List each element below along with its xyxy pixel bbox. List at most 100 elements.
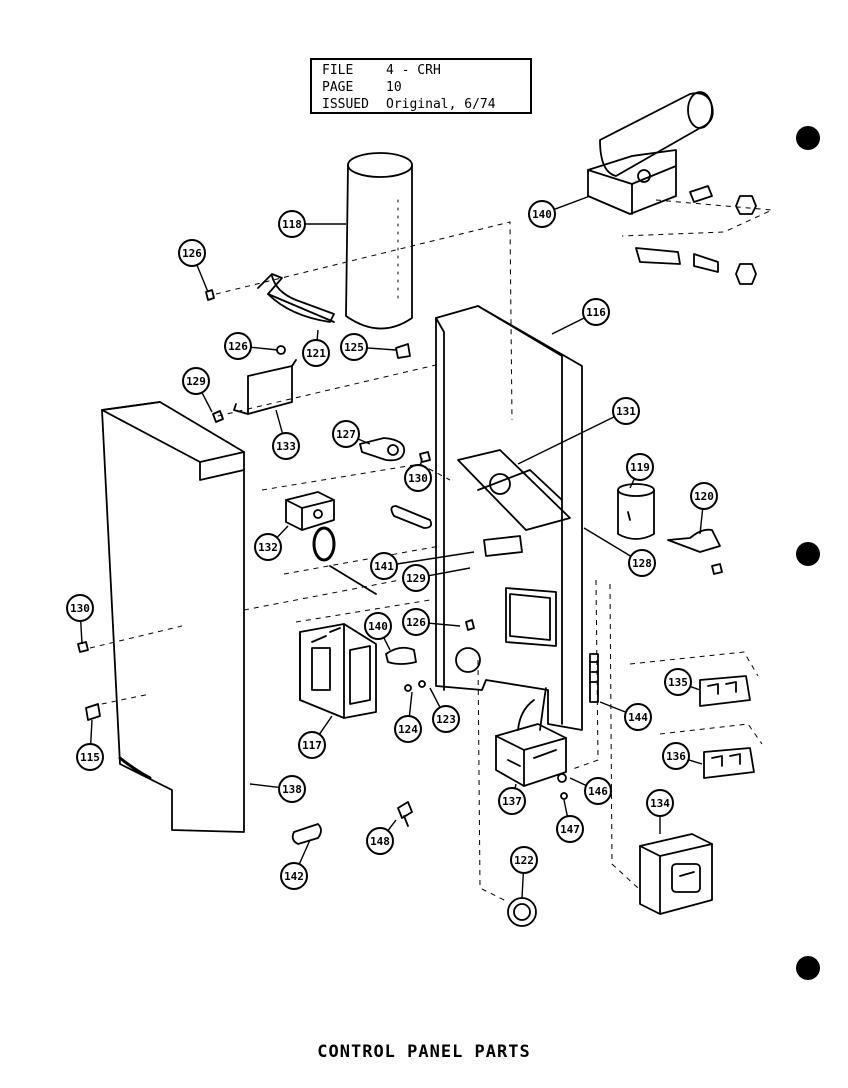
callout-circle bbox=[404, 464, 432, 492]
callout-circle bbox=[280, 862, 308, 890]
callout-131: 131 bbox=[612, 397, 640, 425]
callout-circle bbox=[364, 612, 392, 640]
callout-circle bbox=[402, 564, 430, 592]
contactor-part bbox=[299, 623, 377, 719]
plug-part bbox=[85, 703, 101, 721]
leader-line bbox=[383, 637, 391, 651]
callout-label: 119 bbox=[630, 461, 650, 474]
callout-119: 119 bbox=[626, 453, 654, 481]
file-label: FILE bbox=[322, 63, 354, 78]
callout-label: 147 bbox=[560, 823, 580, 836]
callout-130: 130 bbox=[66, 594, 94, 622]
callout-label: 138 bbox=[282, 783, 302, 796]
leader-line bbox=[563, 799, 569, 817]
callout-label: 115 bbox=[80, 751, 100, 764]
leader-line bbox=[275, 409, 284, 434]
leader-line bbox=[357, 438, 371, 445]
callout-label: 141 bbox=[374, 560, 394, 573]
small-bracket-part bbox=[233, 359, 297, 415]
leader-line bbox=[569, 777, 587, 787]
timer-part bbox=[639, 833, 713, 915]
callout-label: 129 bbox=[186, 375, 206, 388]
callout-circle bbox=[178, 239, 206, 267]
issued-value: Original, 6/74 bbox=[386, 97, 496, 112]
callout-circle bbox=[278, 775, 306, 803]
callout-141: 141 bbox=[370, 552, 398, 580]
oval-duct-part bbox=[345, 152, 413, 330]
callout-label: 121 bbox=[306, 347, 326, 360]
callout-144: 144 bbox=[624, 703, 652, 731]
leader-line bbox=[396, 551, 475, 565]
callout-circle bbox=[302, 339, 330, 367]
callout-label: 118 bbox=[282, 218, 302, 231]
terminal-block-136 bbox=[703, 747, 755, 779]
callout-circle bbox=[366, 827, 394, 855]
callout-116: 116 bbox=[582, 298, 610, 326]
callout-circle bbox=[254, 533, 282, 561]
leader-line bbox=[517, 416, 615, 465]
callout-134: 134 bbox=[646, 789, 674, 817]
callout-142: 142 bbox=[280, 862, 308, 890]
callout-148: 148 bbox=[366, 827, 394, 855]
leader-line bbox=[90, 719, 93, 745]
callout-label: 140 bbox=[532, 208, 552, 221]
leader-line bbox=[688, 759, 703, 765]
cross-bracket-part bbox=[457, 449, 571, 557]
gasket-part bbox=[390, 505, 433, 529]
callout-label: 134 bbox=[650, 797, 670, 810]
callout-138: 138 bbox=[278, 775, 306, 803]
callout-128: 128 bbox=[628, 549, 656, 577]
callout-circle bbox=[626, 453, 654, 481]
callout-label: 123 bbox=[436, 713, 456, 726]
page-value: 10 bbox=[386, 80, 402, 95]
terminal-block-135 bbox=[699, 675, 751, 707]
callout-label: 126 bbox=[406, 616, 426, 629]
callout-129: 129 bbox=[182, 367, 210, 395]
callout-circle bbox=[272, 432, 300, 460]
capacitor-part bbox=[617, 483, 655, 540]
callout-120: 120 bbox=[690, 482, 718, 510]
bracket-part bbox=[257, 273, 335, 323]
callout-label: 126 bbox=[228, 340, 248, 353]
leader-line bbox=[699, 508, 704, 535]
callout-140: 140 bbox=[364, 612, 392, 640]
callout-label: 124 bbox=[398, 723, 418, 736]
clip-part bbox=[385, 646, 417, 665]
callout-136: 136 bbox=[662, 742, 690, 770]
leader-line bbox=[408, 691, 413, 717]
motor-assembly-part bbox=[587, 91, 757, 285]
callout-circle bbox=[624, 703, 652, 731]
callout-label: 116 bbox=[586, 306, 606, 319]
issued-label: ISSUED bbox=[322, 97, 369, 112]
callout-circle bbox=[298, 731, 326, 759]
callout-circle bbox=[582, 298, 610, 326]
callout-circle bbox=[690, 482, 718, 510]
leader-line bbox=[428, 622, 461, 627]
leader-lines bbox=[80, 195, 704, 899]
callout-label: 125 bbox=[344, 341, 364, 354]
leader-line bbox=[553, 195, 591, 211]
leader-line bbox=[551, 317, 585, 335]
callout-126: 126 bbox=[224, 332, 252, 360]
leader-line bbox=[387, 819, 397, 832]
callout-label: 131 bbox=[616, 405, 636, 418]
leader-line bbox=[366, 347, 397, 351]
callout-label: 132 bbox=[258, 541, 278, 554]
lug-part bbox=[359, 437, 406, 462]
callout-circle bbox=[182, 367, 210, 395]
callout-label: 146 bbox=[588, 785, 608, 798]
callout-132: 132 bbox=[254, 533, 282, 561]
callout-135: 135 bbox=[664, 668, 692, 696]
leader-line bbox=[514, 783, 517, 789]
leader-line bbox=[276, 525, 289, 539]
callout-117: 117 bbox=[298, 731, 326, 759]
leader-line bbox=[318, 715, 333, 735]
callout-129: 129 bbox=[402, 564, 430, 592]
callout-circle bbox=[340, 333, 368, 361]
leader-line bbox=[298, 839, 311, 865]
callout-label: 128 bbox=[632, 557, 652, 570]
callout-circle bbox=[432, 705, 460, 733]
leader-line bbox=[80, 620, 83, 645]
